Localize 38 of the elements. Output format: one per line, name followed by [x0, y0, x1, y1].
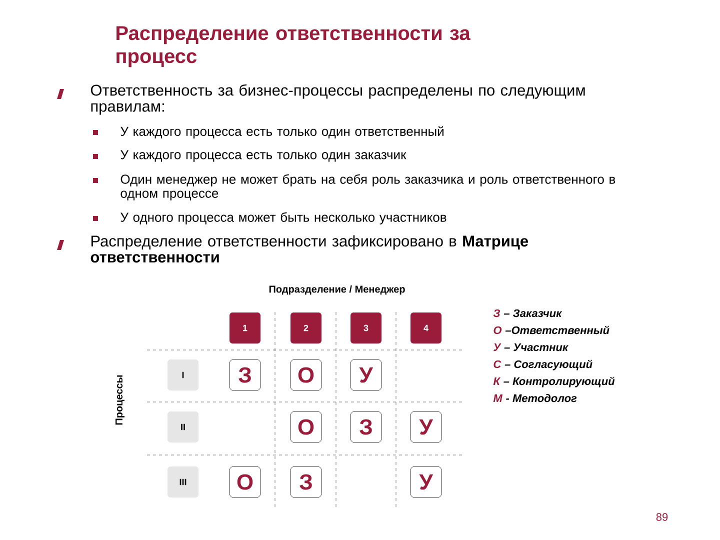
row-header: I: [168, 360, 198, 390]
role-description: – Участник: [504, 343, 568, 352]
role-description: – Согласующий: [504, 360, 592, 370]
row-header: II: [168, 412, 198, 442]
page-number: 89: [656, 513, 668, 521]
role-cell: У: [350, 359, 382, 391]
column-header: 4: [410, 312, 442, 344]
role-cell: О: [290, 359, 322, 391]
column-header: 3: [350, 312, 382, 344]
role-cell: З: [350, 411, 382, 443]
bullet-text: Распределение ответственности зафиксировано в Матрице ответственности: [90, 235, 528, 263]
role-letter: К: [493, 377, 501, 385]
role-letter: С: [494, 360, 502, 368]
axis-title: Подразделение / Менеджер: [269, 285, 405, 295]
role-cell: У: [410, 411, 442, 443]
role-description: - Методолог: [506, 394, 577, 402]
role-description: – Заказчик: [504, 309, 562, 318]
bullet-text: Ответственность за бизнес-процессы распределены по следующим правилам:: [90, 84, 585, 115]
column-header: 2: [290, 312, 322, 344]
slide-title: Распределение ответственности за процесс: [116, 26, 470, 68]
bullet-text: У каждого процесса есть только один ответственный: [120, 126, 444, 139]
role-cell: З: [229, 359, 261, 391]
role-letter: М: [493, 394, 503, 402]
role-description: – Контролирующий: [504, 376, 615, 388]
row-header: III: [168, 466, 198, 498]
role-cell: У: [410, 466, 442, 498]
role-letter: З: [493, 309, 500, 318]
role-letter: У: [494, 343, 502, 352]
role-cell: О: [229, 466, 261, 498]
axis-title: Процессы: [116, 375, 124, 425]
role-cell: З: [290, 466, 322, 498]
role-cell: О: [290, 411, 322, 443]
bullet-text: У каждого процесса есть только один заказчик: [120, 150, 406, 162]
role-letter: О: [494, 326, 502, 334]
bullet-text: У одного процесса может быть несколько участников: [120, 212, 446, 224]
column-header: 1: [230, 312, 260, 344]
bullet-text: Один менеджер не может брать на себя роль заказчика и роль ответственного в одном процессе: [120, 174, 616, 200]
role-description: –Ответственный: [505, 326, 610, 334]
